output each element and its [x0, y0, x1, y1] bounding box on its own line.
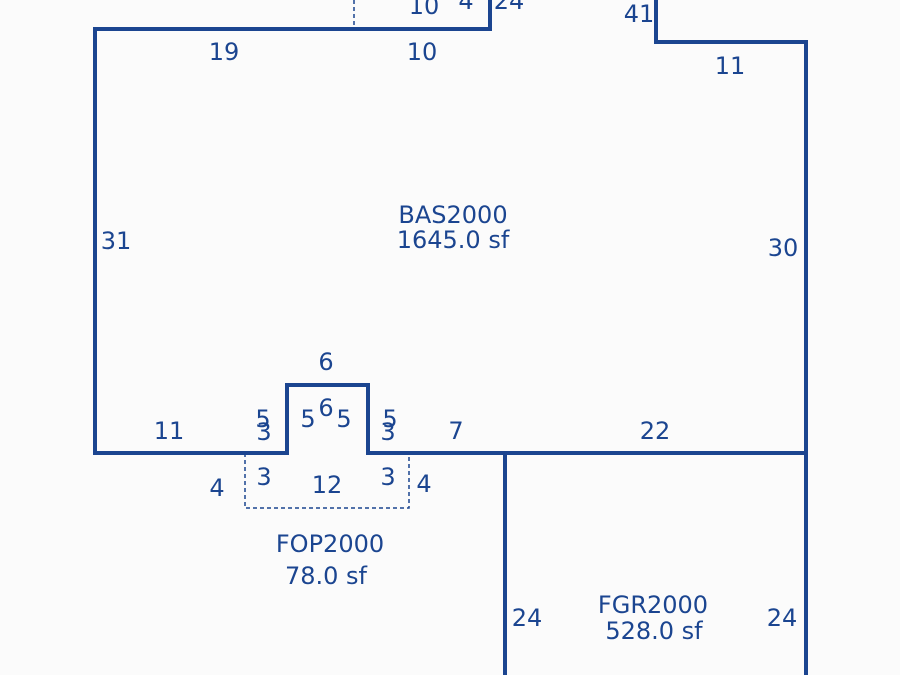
dim-top-11: 11: [715, 52, 746, 80]
dim-porch-3-a: 3: [256, 418, 271, 446]
dim-top-41: 41: [624, 0, 655, 28]
dim-fop-3-left: 3: [256, 463, 271, 491]
dim-fop-4-left: 4: [209, 474, 224, 502]
fgr-area-name: FGR2000: [598, 591, 708, 619]
dim-fgr-24-left: 24: [512, 604, 543, 632]
dim-top-4: 4: [458, 0, 473, 15]
dim-porch-top-6: 6: [318, 348, 333, 376]
dim-left-31: 31: [101, 227, 132, 255]
fgr-area-size: 528.0 sf: [605, 617, 703, 645]
dim-top-10-b: 10: [407, 38, 438, 66]
bas-area-size: 1645.0 sf: [397, 226, 510, 254]
dim-porch-5-c: 5: [336, 405, 351, 433]
dim-bottom-7: 7: [448, 417, 463, 445]
dim-fop-12: 12: [312, 471, 343, 499]
dim-porch-5-b: 5: [300, 405, 315, 433]
dim-top-19: 19: [209, 38, 240, 66]
fop-area-size: 78.0 sf: [285, 562, 368, 590]
dim-porch-5-d: 5: [382, 405, 397, 433]
dim-porch-3-b: 3: [380, 418, 395, 446]
dim-fgr-24-right: 24: [767, 604, 798, 632]
bas-outline: [93, 0, 808, 455]
dim-porch-inner-6: 6: [318, 394, 333, 422]
dim-bottom-22: 22: [640, 417, 671, 445]
bas-area-name: BAS2000: [398, 201, 507, 229]
dim-right-30: 30: [768, 234, 799, 262]
dim-fop-4-right: 4: [416, 470, 431, 498]
dim-porch-5-a: 5: [255, 405, 270, 433]
dim-bottom-11: 11: [154, 417, 185, 445]
dim-top-10-a: 10: [409, 0, 440, 20]
dim-fop-3-right: 3: [380, 463, 395, 491]
dim-top-24: 24: [494, 0, 525, 15]
fop-outline: [244, 453, 410, 509]
fop-area-name: FOP2000: [276, 530, 384, 558]
